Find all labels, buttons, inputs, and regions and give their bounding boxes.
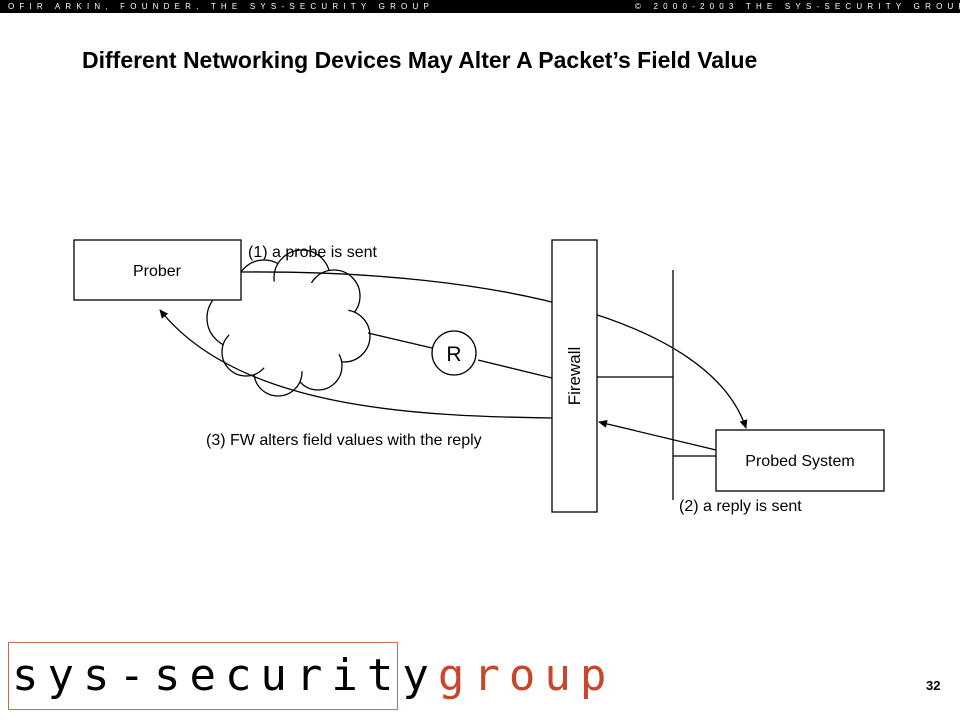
sys-security-group-logo: sys-securitygroup: [12, 649, 615, 703]
page-number: 32: [926, 678, 941, 693]
probed-system-label: Probed System: [745, 453, 854, 470]
header-bar: OFIR ARKIN, FOUNDER, THE SYS-SECURITY GR…: [0, 0, 960, 13]
header-right-text: © 2000-2003 THE SYS-SECURITY GROUP: [635, 2, 960, 11]
slide-title: Different Networking Devices May Alter A…: [82, 47, 758, 73]
router-label: R: [446, 343, 461, 366]
reply-arrow: [598, 419, 717, 451]
logo-main-text: sys-security: [12, 650, 438, 701]
altered-reply-arrow: [159, 309, 553, 419]
reply-sent-label: (2) a reply is sent: [679, 498, 802, 515]
prober-box: [73, 239, 242, 301]
logo-frame: [8, 642, 398, 710]
firewall-box: [551, 239, 598, 513]
probed-system-box: [715, 429, 885, 492]
firewall-label: Firewall: [565, 347, 584, 406]
probe-sent-label: (1) a probe is sent: [248, 244, 378, 261]
logo-accent-text: group: [437, 650, 616, 701]
router-node: [431, 330, 477, 376]
prober-label: Prober: [133, 263, 182, 280]
router-to-firewall-link: [477, 359, 553, 379]
network-cloud: [206, 249, 371, 397]
fw-alters-label: (3) FW alters field values with the repl…: [206, 432, 482, 449]
header-left-text: OFIR ARKIN, FOUNDER, THE SYS-SECURITY GR…: [8, 2, 434, 11]
cloud-to-router-link: [367, 332, 433, 349]
